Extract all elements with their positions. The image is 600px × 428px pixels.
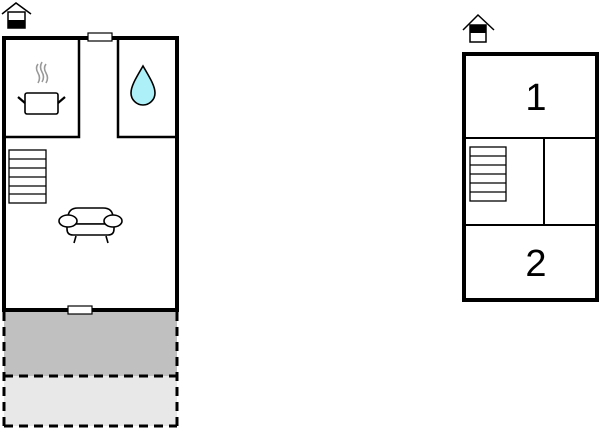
open-terrace (4, 376, 177, 426)
kitchen-wall (4, 38, 81, 139)
staircase-icon (469, 146, 507, 202)
upper-floor-plan (462, 13, 599, 302)
top-door (87, 32, 113, 42)
ground-floor-plan (1, 2, 179, 428)
bedroom-2-label: 2 (525, 243, 547, 285)
staircase-icon (8, 149, 47, 204)
upper-floor-outer-wall (462, 52, 599, 302)
house-upper-floor-icon (462, 13, 495, 43)
covered-terrace (4, 312, 177, 376)
bedroom-1-label: 1 (525, 77, 547, 119)
bathroom-wall (116, 38, 177, 139)
armchair-icon (58, 207, 123, 244)
cooking-pot-icon (17, 61, 66, 115)
bottom-door (67, 305, 93, 315)
house-ground-floor-icon (1, 2, 32, 29)
water-drop-icon (130, 64, 156, 106)
terrace-dashed-outline (2, 312, 179, 428)
